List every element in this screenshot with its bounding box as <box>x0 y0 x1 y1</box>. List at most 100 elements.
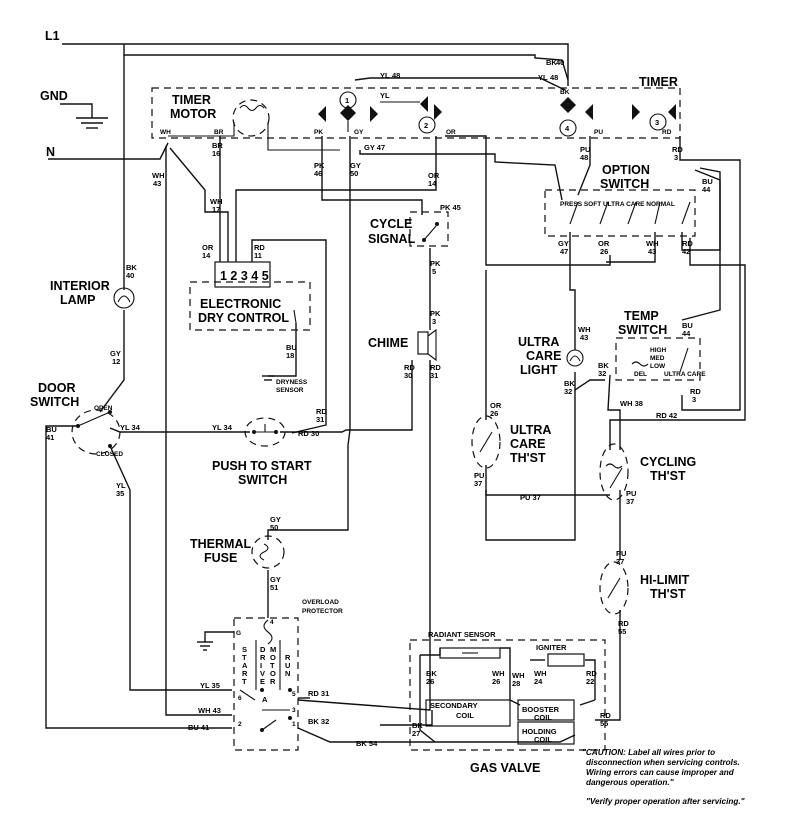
wire-rd55-b-1: RD <box>600 711 611 720</box>
wire-bu41-a-1: BU <box>46 425 57 434</box>
wire-pk5-1: PK <box>430 259 441 268</box>
wire-yl35-a-2: 35 <box>116 489 124 498</box>
timer-motor-label-2: MOTOR <box>170 107 216 121</box>
cycling-thst-label-1: CYCLING <box>640 455 696 469</box>
wire-bk32-a-1: BK <box>564 379 575 388</box>
wire-wh43-b-2: 43 <box>648 247 656 256</box>
push-to-start-label-1: PUSH TO START <box>212 459 312 473</box>
wire-bu18-2: 18 <box>286 351 294 360</box>
motor-drive-v: V <box>260 669 265 678</box>
dryness-sensor-label-2: SENSOR <box>276 387 304 394</box>
wire-bk26-2: 26 <box>426 677 434 686</box>
ultra-care-light-bulb <box>566 349 584 367</box>
push-to-start-body <box>244 417 286 447</box>
wire-wh28-1: WH <box>512 671 525 680</box>
timer-term-pk: PK <box>314 129 323 136</box>
temp-ultra-care: ULTRA CARE <box>664 371 706 378</box>
wire-wh43-c-2: 43 <box>580 333 588 342</box>
wire-yl34-b: YL 34 <box>212 423 233 432</box>
motor-term-6: 6 <box>238 695 242 702</box>
option-switch-box <box>544 189 696 237</box>
gas-valve-label: GAS VALVE <box>470 761 540 775</box>
wire-rd3-b-1: RD <box>690 387 701 396</box>
wire-wh43-a-1: WH <box>152 171 165 180</box>
motor-start-t: T <box>242 653 247 662</box>
wire-rd30-b: RD 30 <box>298 429 319 438</box>
motor-term-a: A <box>262 695 268 704</box>
wire-wh43-b-1: WH <box>646 239 659 248</box>
wire-gy47-b-1: GY <box>558 239 569 248</box>
wire-yl35-b: YL 35 <box>200 681 220 690</box>
wire-rd22-2: 22 <box>586 677 594 686</box>
wire-rd42-b: RD 42 <box>656 411 677 420</box>
wire-pk5-2: 5 <box>432 267 436 276</box>
motor-motor-t: T <box>270 661 275 670</box>
temp-del: DEL <box>634 371 647 378</box>
caution-line-2: disconnection when servicing controls. <box>586 758 740 767</box>
radiant-sensor <box>439 647 501 659</box>
wire-pk46-1: PK <box>314 161 325 170</box>
wire-wh38: WH 38 <box>620 399 643 408</box>
booster-coil <box>517 699 575 721</box>
wire-bk32-b-1: BK <box>598 361 609 370</box>
timer-contacts <box>318 91 676 137</box>
temp-med: MED <box>650 355 665 362</box>
wire-wh43-d: WH 43 <box>198 706 221 715</box>
temp-high: HIGH <box>650 347 667 354</box>
wire-rd31-a-2: 31 <box>430 371 438 380</box>
timer-contact-3: 3 <box>655 118 659 127</box>
ultra-care-light-filament <box>569 355 581 362</box>
wire-pu37-c-2: 37 <box>626 497 634 506</box>
wire-wh24-1: WH <box>534 669 547 678</box>
secondary-coil <box>425 699 511 727</box>
wire-bu44-b-2: 44 <box>682 329 691 338</box>
wire-pu37-d-2: 37 <box>616 557 624 566</box>
interior-lamp-label-1: INTERIOR <box>50 279 110 293</box>
wire-pu37-a-1: PU <box>474 471 484 480</box>
option-switch-label-2: SWITCH <box>600 177 649 191</box>
wire-gy50-a-1: GY <box>350 161 361 170</box>
thermal-fuse-element <box>259 543 269 561</box>
timer-term-rd: RD <box>662 129 672 136</box>
cycling-thst-heater <box>605 463 623 469</box>
wire-wh17-1: WH <box>210 197 223 206</box>
wire-yl35-a-1: YL <box>116 481 126 490</box>
wire-gy51-1: GY <box>270 575 281 584</box>
wire-rd42-1: RD <box>682 239 693 248</box>
wire-rd3-b-2: 3 <box>692 395 696 404</box>
wire-pk45: PK 45 <box>440 203 461 212</box>
cycle-signal-label-1: CYCLE <box>370 217 412 231</box>
hi-limit-label-2: TH'ST <box>650 587 686 601</box>
door-open-label: OPEN <box>94 405 113 412</box>
wire-rd31-c: RD 31 <box>308 689 329 698</box>
wire-wh43-c-1: WH <box>578 325 591 334</box>
ultra-care-light-label-2: CARE <box>526 349 561 363</box>
timer-contact-2: 2 <box>424 121 428 130</box>
wire-rd55-a-1: RD <box>618 619 629 628</box>
caution-line-1: "CAUTION: Label all wires prior to <box>582 748 715 757</box>
wire-wh17-2: 17 <box>212 205 220 214</box>
igniter <box>547 653 585 667</box>
secondary-coil-label-2: COIL <box>456 711 474 720</box>
wire-bu18-1: BU <box>286 343 297 352</box>
wire-yl48-r-b: 48 <box>550 73 558 82</box>
motor-drive-d: D <box>260 645 266 654</box>
door-switch-label-2: SWITCH <box>30 395 79 409</box>
electronic-dry-control <box>189 281 311 331</box>
hi-limit-thst-body <box>599 561 629 615</box>
motor-term-1: 1 <box>292 721 296 728</box>
holding-coil <box>517 721 575 745</box>
timer-term-br: BR <box>214 129 224 136</box>
motor-start-a: A <box>242 661 248 670</box>
motor-start-r: R <box>242 669 248 678</box>
chime-horn <box>427 328 437 362</box>
interior-lamp-label-2: LAMP <box>60 293 95 307</box>
wire-wh26-2: 26 <box>492 677 500 686</box>
gnd-label: GND <box>40 89 68 103</box>
cycling-thst-label-2: TH'ST <box>650 469 686 483</box>
ultra-care-thst-label-1: ULTRA <box>510 423 551 437</box>
motor-term-5: 5 <box>292 691 296 698</box>
option-switch-poles: PRESS SOFT ULTRA CARE NORMAL <box>560 201 675 208</box>
option-switch-label-1: OPTION <box>602 163 650 177</box>
door-switch-label-1: DOOR <box>38 381 76 395</box>
